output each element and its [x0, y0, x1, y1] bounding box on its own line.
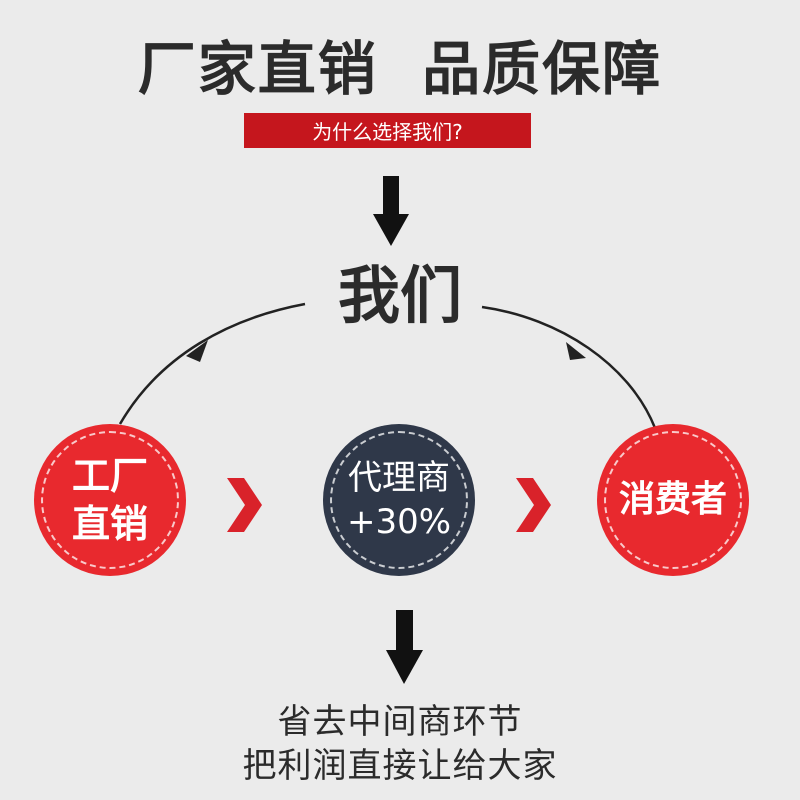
- conclusion-line-2: 把利润直接让给大家: [242, 746, 558, 786]
- consumer-node: 消费者: [597, 424, 749, 576]
- dashed-ring: [330, 431, 468, 569]
- agent-label: 代理商 +30%: [346, 458, 452, 542]
- headline: 厂家直销 品质保障: [137, 35, 663, 103]
- conclusion-line-1: 省去中间商环节: [277, 702, 523, 742]
- subtitle-text: 为什么选择我们?: [312, 120, 463, 144]
- arrow-down-icon: [386, 610, 423, 684]
- chevron-right-icon: [227, 478, 262, 532]
- consumer-label: 消费者: [618, 479, 727, 520]
- center-label: 我们: [337, 259, 462, 332]
- chevron-right-icon: [516, 478, 551, 532]
- factory-direct-node: 工厂 直销: [34, 424, 186, 576]
- agent-node: 代理商 +30%: [323, 424, 475, 576]
- conclusion-text: 省去中间商环节 把利润直接让给大家: [0, 700, 800, 788]
- curved-arrow-icon: [118, 302, 306, 425]
- factory-direct-label: 工厂 直销: [71, 454, 148, 546]
- dashed-ring: [41, 431, 179, 569]
- subtitle-banner: 为什么选择我们?: [244, 113, 531, 148]
- dashed-ring: [604, 431, 742, 569]
- curved-arrow-icon: [481, 305, 657, 429]
- arrow-down-icon: [373, 176, 409, 246]
